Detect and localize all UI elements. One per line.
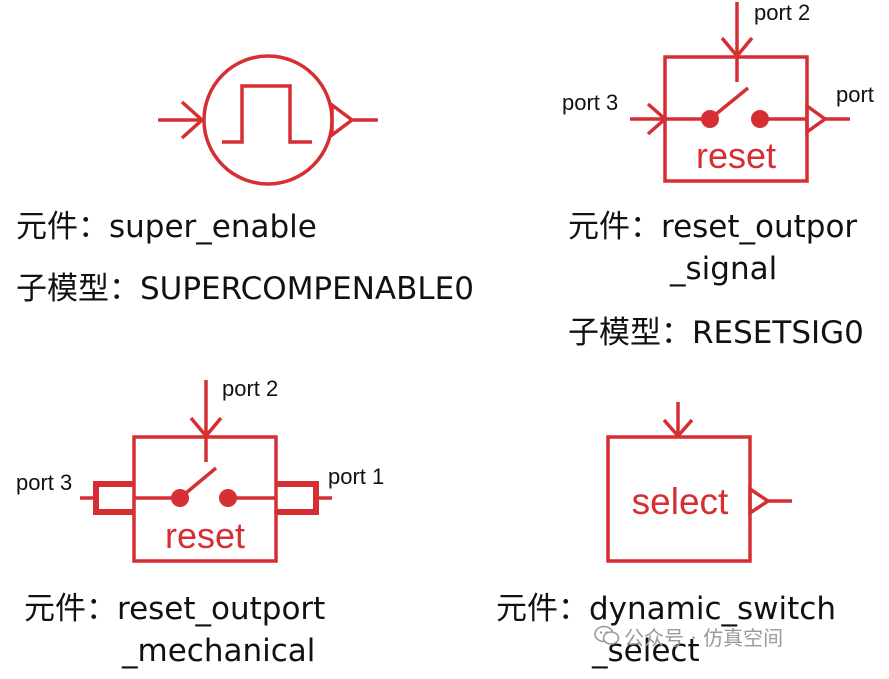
output-triangle: [805, 102, 828, 136]
reset-outport-signal-symbol: reset port 2 port 3 port: [562, 0, 874, 183]
switch-contact-left: [701, 110, 719, 128]
port3-label: port 3: [16, 470, 72, 495]
switch-contact-left: [171, 489, 189, 507]
reset-outport-mechanical-symbol: reset port 2 port 3 port 1: [16, 376, 384, 563]
reset-mechanical-caption-component-cont: _mechanical: [122, 633, 316, 669]
port3-label: port 3: [562, 90, 618, 115]
reset-mechanical-caption-component: 元件：reset_outport: [24, 591, 326, 627]
enable-circle: [202, 54, 334, 186]
dynamic-switch-select-symbol: select: [606, 402, 792, 563]
output-triangle: [748, 485, 772, 517]
port-out-label: port: [836, 82, 874, 107]
wechat-icon: [594, 625, 620, 645]
pulse-waveform-icon: [222, 84, 312, 144]
reset-signal-caption-component: 元件：reset_outpor: [568, 209, 858, 245]
port1-mechanical-bracket: [276, 481, 319, 515]
port3-mechanical-bracket: [93, 481, 134, 515]
reset-box-label: reset: [696, 135, 776, 176]
reset-box-label: reset: [165, 515, 245, 556]
port2-label: port 2: [222, 376, 278, 401]
watermark-text: 公众号 · 仿真空间: [624, 626, 784, 650]
output-triangle: [330, 101, 355, 139]
super-enable-caption-submodel: 子模型：SUPERCOMPENABLE0: [16, 271, 474, 307]
switch-contact-right: [219, 489, 237, 507]
super-enable-symbol: [158, 54, 378, 186]
super-enable-caption-component: 元件：super_enable: [16, 209, 317, 245]
select-caption-component: 元件：dynamic_switch: [496, 591, 836, 627]
reset-signal-caption-component-cont: _signal: [670, 251, 778, 287]
select-box-label: select: [632, 481, 729, 522]
switch-contact-right: [751, 110, 769, 128]
reset-signal-caption-submodel: 子模型：RESETSIG0: [568, 315, 864, 351]
port2-label: port 2: [754, 0, 810, 25]
port1-label: port 1: [328, 464, 384, 489]
input-arrow-head: [180, 100, 205, 140]
